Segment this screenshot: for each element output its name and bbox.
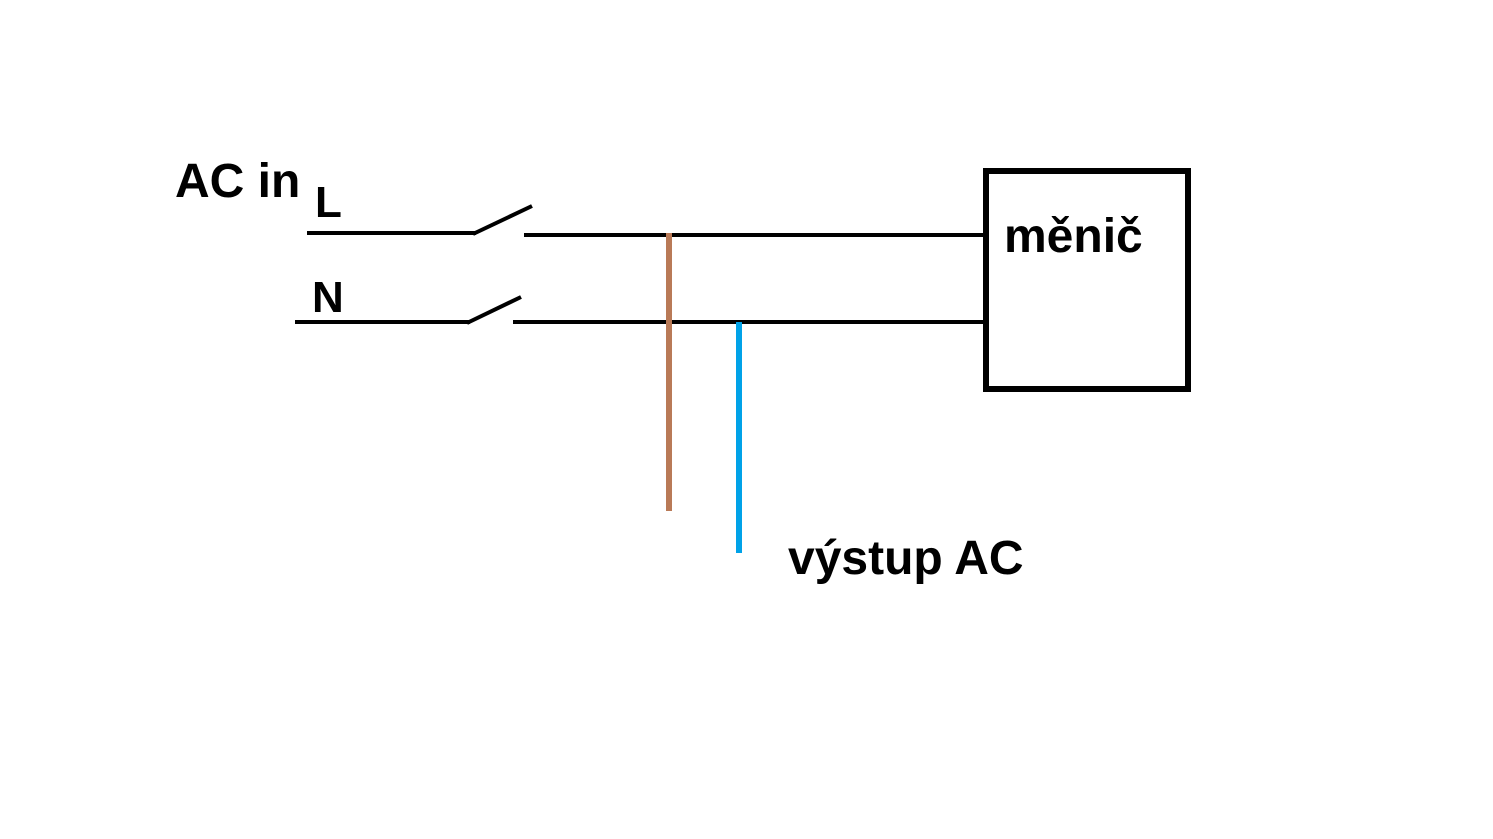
n-switch-blade xyxy=(466,295,522,325)
output-label: výstup AC xyxy=(788,532,1024,585)
ac-in-label: AC in xyxy=(175,155,300,208)
inverter-box xyxy=(983,168,1191,392)
l-label: L xyxy=(315,178,342,227)
inverter-label: měnič xyxy=(1004,210,1143,263)
l-switch-blade xyxy=(472,204,533,236)
n-label: N xyxy=(312,273,344,322)
